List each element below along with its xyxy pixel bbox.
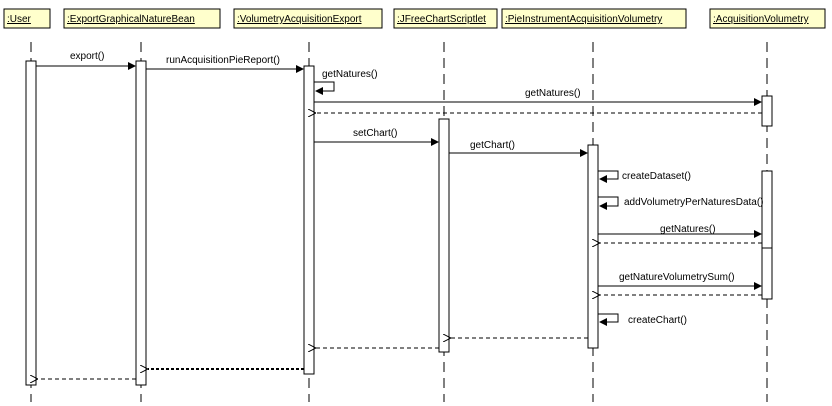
message-get-natures-1-label: getNatures() xyxy=(525,88,581,99)
message-create-dataset xyxy=(598,170,619,183)
activation-user xyxy=(25,60,37,386)
message-run-acquisition-pie-report-label: runAcquisitionPieReport() xyxy=(166,55,280,66)
message-add-volumetry-per-natures-data-label: addVolumetryPerNaturesData() xyxy=(624,197,764,208)
message-set-chart-label: setChart() xyxy=(353,128,397,139)
message-get-natures-self xyxy=(314,81,335,95)
participant-pie-instrument: :PieInstrumentAcquisitionVolumetry xyxy=(501,8,687,29)
participant-jfreechart-scriptlet: :JFreeChartScriptlet xyxy=(393,8,498,29)
message-export-label: export() xyxy=(70,51,104,62)
participant-export-bean-label: :ExportGraphicalNatureBean xyxy=(67,14,195,25)
message-add-volumetry-per-natures-data xyxy=(598,196,619,210)
activation-volumetry-acquisition-export xyxy=(303,65,315,375)
participant-volumetry-acquisition-export-label: :VolumetryAcquisitionExport xyxy=(237,14,362,25)
activation-acquisition-volumetry-3 xyxy=(761,247,773,300)
message-get-natures-self-label: getNatures() xyxy=(322,69,378,80)
participant-acquisition-volumetry-label: :AcquisitionVolumetry xyxy=(713,14,809,25)
participant-user-label: :User xyxy=(7,14,32,25)
message-get-natures-2-label: getNatures() xyxy=(660,224,716,235)
activation-acquisition-volumetry-2 xyxy=(761,170,773,249)
participant-user: :User xyxy=(3,8,51,29)
message-get-chart-label: getChart() xyxy=(470,140,515,151)
participant-volumetry-acquisition-export: :VolumetryAcquisitionExport xyxy=(233,8,383,29)
participant-export-bean: :ExportGraphicalNatureBean xyxy=(63,8,221,29)
participant-jfreechart-scriptlet-label: :JFreeChartScriptlet xyxy=(397,14,486,25)
activations xyxy=(25,60,773,386)
message-get-nature-volumetry-sum-label: getNatureVolumetrySum() xyxy=(619,272,735,283)
participant-acquisition-volumetry: :AcquisitionVolumetry xyxy=(709,8,826,29)
activation-export-bean xyxy=(135,60,147,386)
activation-acquisition-volumetry-1 xyxy=(761,95,773,127)
message-create-chart xyxy=(598,313,619,326)
activation-jfreechart-scriptlet xyxy=(438,118,450,353)
message-create-dataset-label: createDataset() xyxy=(622,171,691,182)
participant-pie-instrument-label: :PieInstrumentAcquisitionVolumetry xyxy=(505,14,662,25)
message-create-chart-label: createChart() xyxy=(628,315,687,326)
activation-pie-instrument xyxy=(587,144,599,349)
